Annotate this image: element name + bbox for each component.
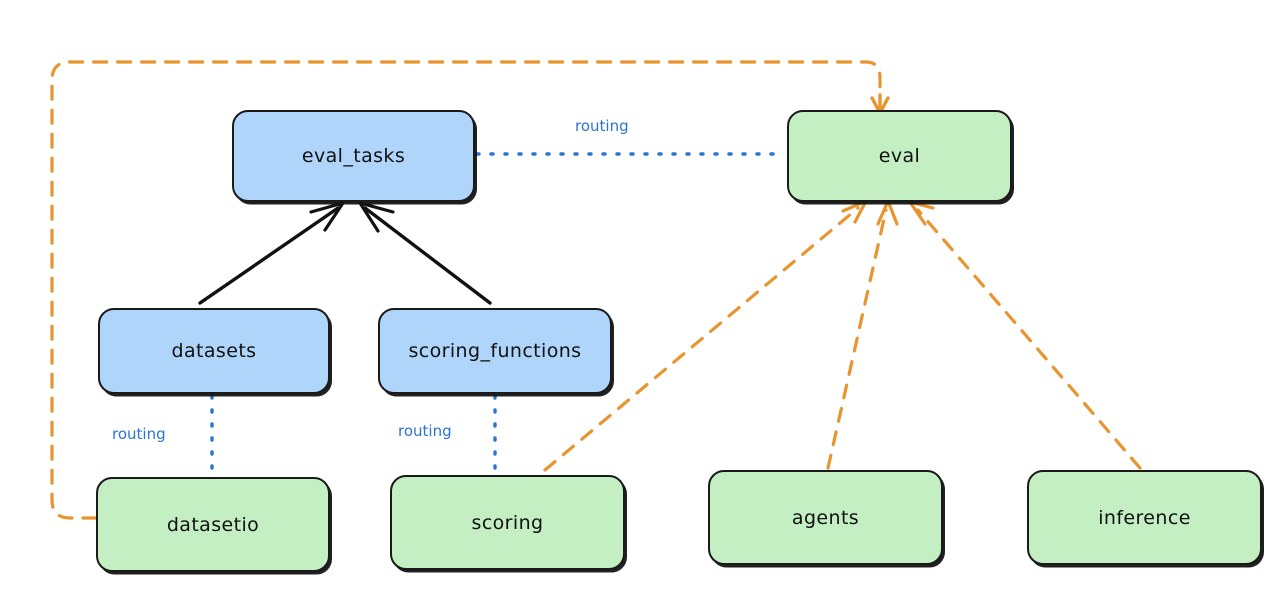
edge-agents-to-eval	[826, 199, 899, 470]
node-agents[interactable]: agents	[708, 470, 943, 565]
edge-inference-to-eval	[908, 200, 1142, 470]
node-label-eval-tasks: eval_tasks	[301, 145, 406, 167]
node-inference[interactable]: inference	[1027, 470, 1262, 565]
node-label-eval: eval	[878, 145, 921, 167]
node-scoring-functions[interactable]: scoring_functions	[378, 308, 612, 394]
node-datasets[interactable]: datasets	[98, 308, 330, 394]
node-label-inference: inference	[1098, 506, 1191, 529]
node-label-agents: agents	[791, 506, 860, 529]
node-label-datasets: datasets	[171, 340, 257, 362]
edge-label-routing-middle: routing	[398, 422, 452, 440]
node-eval[interactable]: eval	[787, 110, 1012, 202]
edge-datasets-to-eval-tasks	[198, 201, 345, 305]
node-label-scoring-functions: scoring_functions	[408, 340, 582, 362]
edge-label-routing-left: routing	[112, 425, 166, 443]
node-scoring[interactable]: scoring	[390, 475, 625, 570]
edge-scoring-functions-to-eval-tasks	[358, 201, 492, 305]
edge-label-routing-top: routing	[575, 117, 629, 135]
node-label-scoring: scoring	[471, 511, 544, 534]
node-eval-tasks[interactable]: eval_tasks	[232, 110, 475, 202]
node-label-datasetio: datasetio	[166, 513, 260, 536]
node-datasetio[interactable]: datasetio	[96, 477, 330, 572]
